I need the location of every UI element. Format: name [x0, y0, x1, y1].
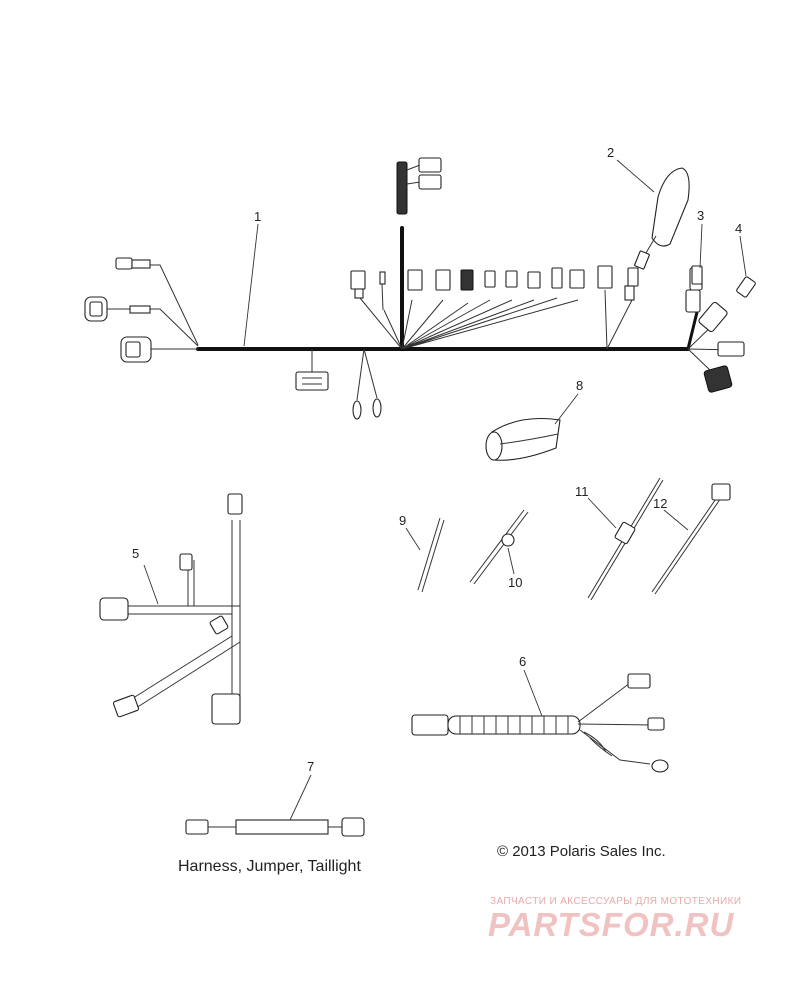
watermark-logo: PARTSFOR.RU: [488, 906, 735, 943]
fan-connector-11-boot: [624, 285, 635, 301]
callout-numbers: 1 2 3 4 5 6 7 8 9 10 11 12: [132, 145, 742, 774]
callout-12: 12: [653, 496, 667, 511]
fan-connector-7: [527, 271, 541, 289]
part-6-subharness: [411, 673, 669, 773]
callout-11: 11: [575, 484, 589, 499]
top-connector-1: [418, 157, 442, 173]
fan-connector-9: [569, 269, 585, 289]
part-5-subharness: [99, 493, 243, 725]
callout-4: 4: [735, 221, 742, 236]
right-connector-diag: [698, 301, 728, 333]
fan-connector-4: [460, 269, 474, 291]
part-8-sleeve: [485, 417, 561, 461]
callout-3: 3: [697, 208, 704, 223]
callout-9: 9: [399, 513, 406, 528]
top-connector-2: [418, 174, 442, 190]
fan-connector-6: [505, 270, 518, 288]
copyright-notice: © 2013 Polaris Sales Inc.: [497, 843, 666, 860]
part-11-push-mount-tie: [587, 477, 664, 601]
callout-1: 1: [254, 209, 261, 224]
fan-connector-3: [435, 269, 451, 291]
callout-10: 10: [508, 575, 522, 590]
left-connector-large-face: [125, 341, 141, 358]
part-7-jumper: [185, 817, 365, 837]
watermark-subtitle: ЗАПЧАСТИ И АКСЕССУАРЫ ДЛЯ МОТОТЕХНИКИ: [490, 896, 742, 907]
part-12-push-mount-tie: [651, 483, 731, 595]
callout-5: 5: [132, 546, 139, 561]
riser-sleeve: [396, 161, 408, 215]
fan-connector-1: [350, 270, 366, 290]
left-plug-1-boot: [131, 259, 151, 269]
fan-connector-1-boot: [354, 288, 364, 299]
part-2-connector-boot: [634, 167, 690, 270]
fan-pin: [379, 271, 386, 285]
bottom-connector-block: [295, 371, 329, 391]
leader-lines: [143, 159, 747, 821]
left-sleeve: [129, 305, 151, 314]
fan-connector-2: [407, 269, 423, 291]
ring-terminal-1: [352, 400, 362, 420]
part-10-tie-clip: [469, 509, 529, 585]
right-connector-bottom: [703, 365, 733, 393]
callout-8: 8: [576, 378, 583, 393]
part-4-connector: [736, 276, 756, 298]
main-harness: [84, 157, 745, 420]
ring-terminal-2: [372, 398, 382, 418]
right-connector-side: [717, 341, 745, 357]
part-3-connector: [691, 265, 703, 285]
callout-2: 2: [607, 145, 614, 160]
fan-connector-11: [627, 267, 639, 287]
left-connector-round-face: [89, 301, 103, 317]
callout-6: 6: [519, 654, 526, 669]
left-plug-1: [115, 257, 133, 270]
part-9-cable-tie: [417, 517, 445, 593]
fan-connector-8: [551, 267, 563, 289]
right-connector-up-boot: [685, 289, 701, 313]
callout-7: 7: [307, 759, 314, 774]
fan-connector-5: [484, 270, 496, 288]
caption-jumper-taillight: Harness, Jumper, Taillight: [178, 858, 361, 875]
fan-connector-10: [597, 265, 613, 289]
